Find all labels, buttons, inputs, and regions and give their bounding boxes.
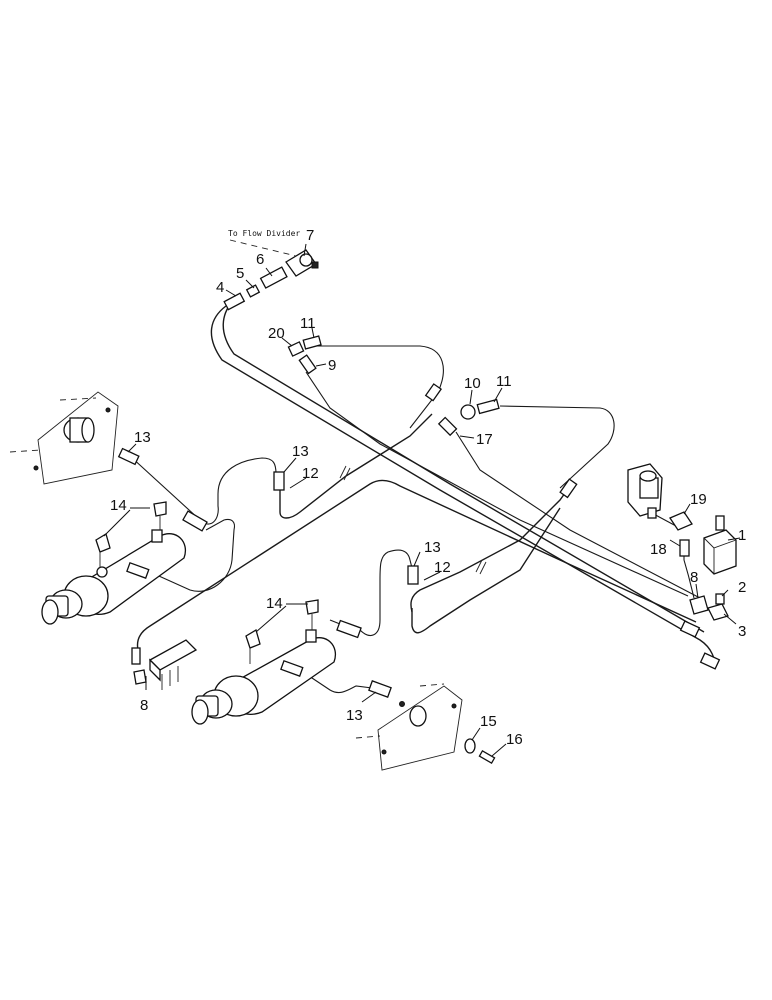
callout-12-lower: 12	[434, 559, 451, 576]
callout-15: 15	[480, 713, 497, 730]
callout-17: 17	[476, 431, 493, 448]
tube-fittings	[273, 471, 419, 585]
callout-4: 4	[216, 279, 224, 296]
left-cylinder-assembly	[9, 391, 208, 625]
mid-fittings	[287, 335, 578, 499]
callout-13-mid: 13	[292, 443, 309, 460]
callout-leaders	[103, 243, 741, 757]
callout-11-upper: 11	[300, 315, 316, 332]
callout-20: 20	[268, 325, 285, 342]
callout-5: 5	[236, 265, 244, 282]
callout-8-right: 8	[690, 569, 698, 586]
flow-divider-leader	[229, 239, 297, 257]
top-fittings	[223, 249, 319, 311]
callout-3: 3	[738, 623, 746, 640]
callout-13-left: 13	[134, 429, 151, 446]
hose-lines	[129, 301, 716, 694]
right-components	[627, 463, 737, 670]
callout-10: 10	[464, 375, 481, 392]
callout-14-left: 14	[110, 497, 127, 514]
callout-1: 1	[738, 527, 746, 544]
callout-16: 16	[506, 731, 523, 748]
callout-14-lower: 14	[266, 595, 283, 612]
callout-2: 2	[738, 579, 746, 596]
callout-13-right: 13	[424, 539, 441, 556]
callout-12-upper: 12	[302, 465, 319, 482]
callout-9: 9	[328, 357, 336, 374]
callout-numbers: 1 2 3 4 5 6 7 8 8 9 10 11 11 12 12 13 13…	[110, 227, 746, 748]
callout-19: 19	[690, 491, 707, 508]
callout-13-lower: 13	[346, 707, 363, 724]
lower-cylinder-assembly	[191, 599, 496, 771]
lower-left-block	[131, 639, 198, 690]
callout-7: 7	[306, 227, 314, 244]
callout-8-left: 8	[140, 697, 148, 714]
callout-11-right: 11	[496, 373, 512, 390]
callout-18: 18	[650, 541, 667, 558]
callout-6: 6	[256, 251, 264, 268]
to-flow-divider-note: To Flow Divider	[228, 229, 300, 238]
